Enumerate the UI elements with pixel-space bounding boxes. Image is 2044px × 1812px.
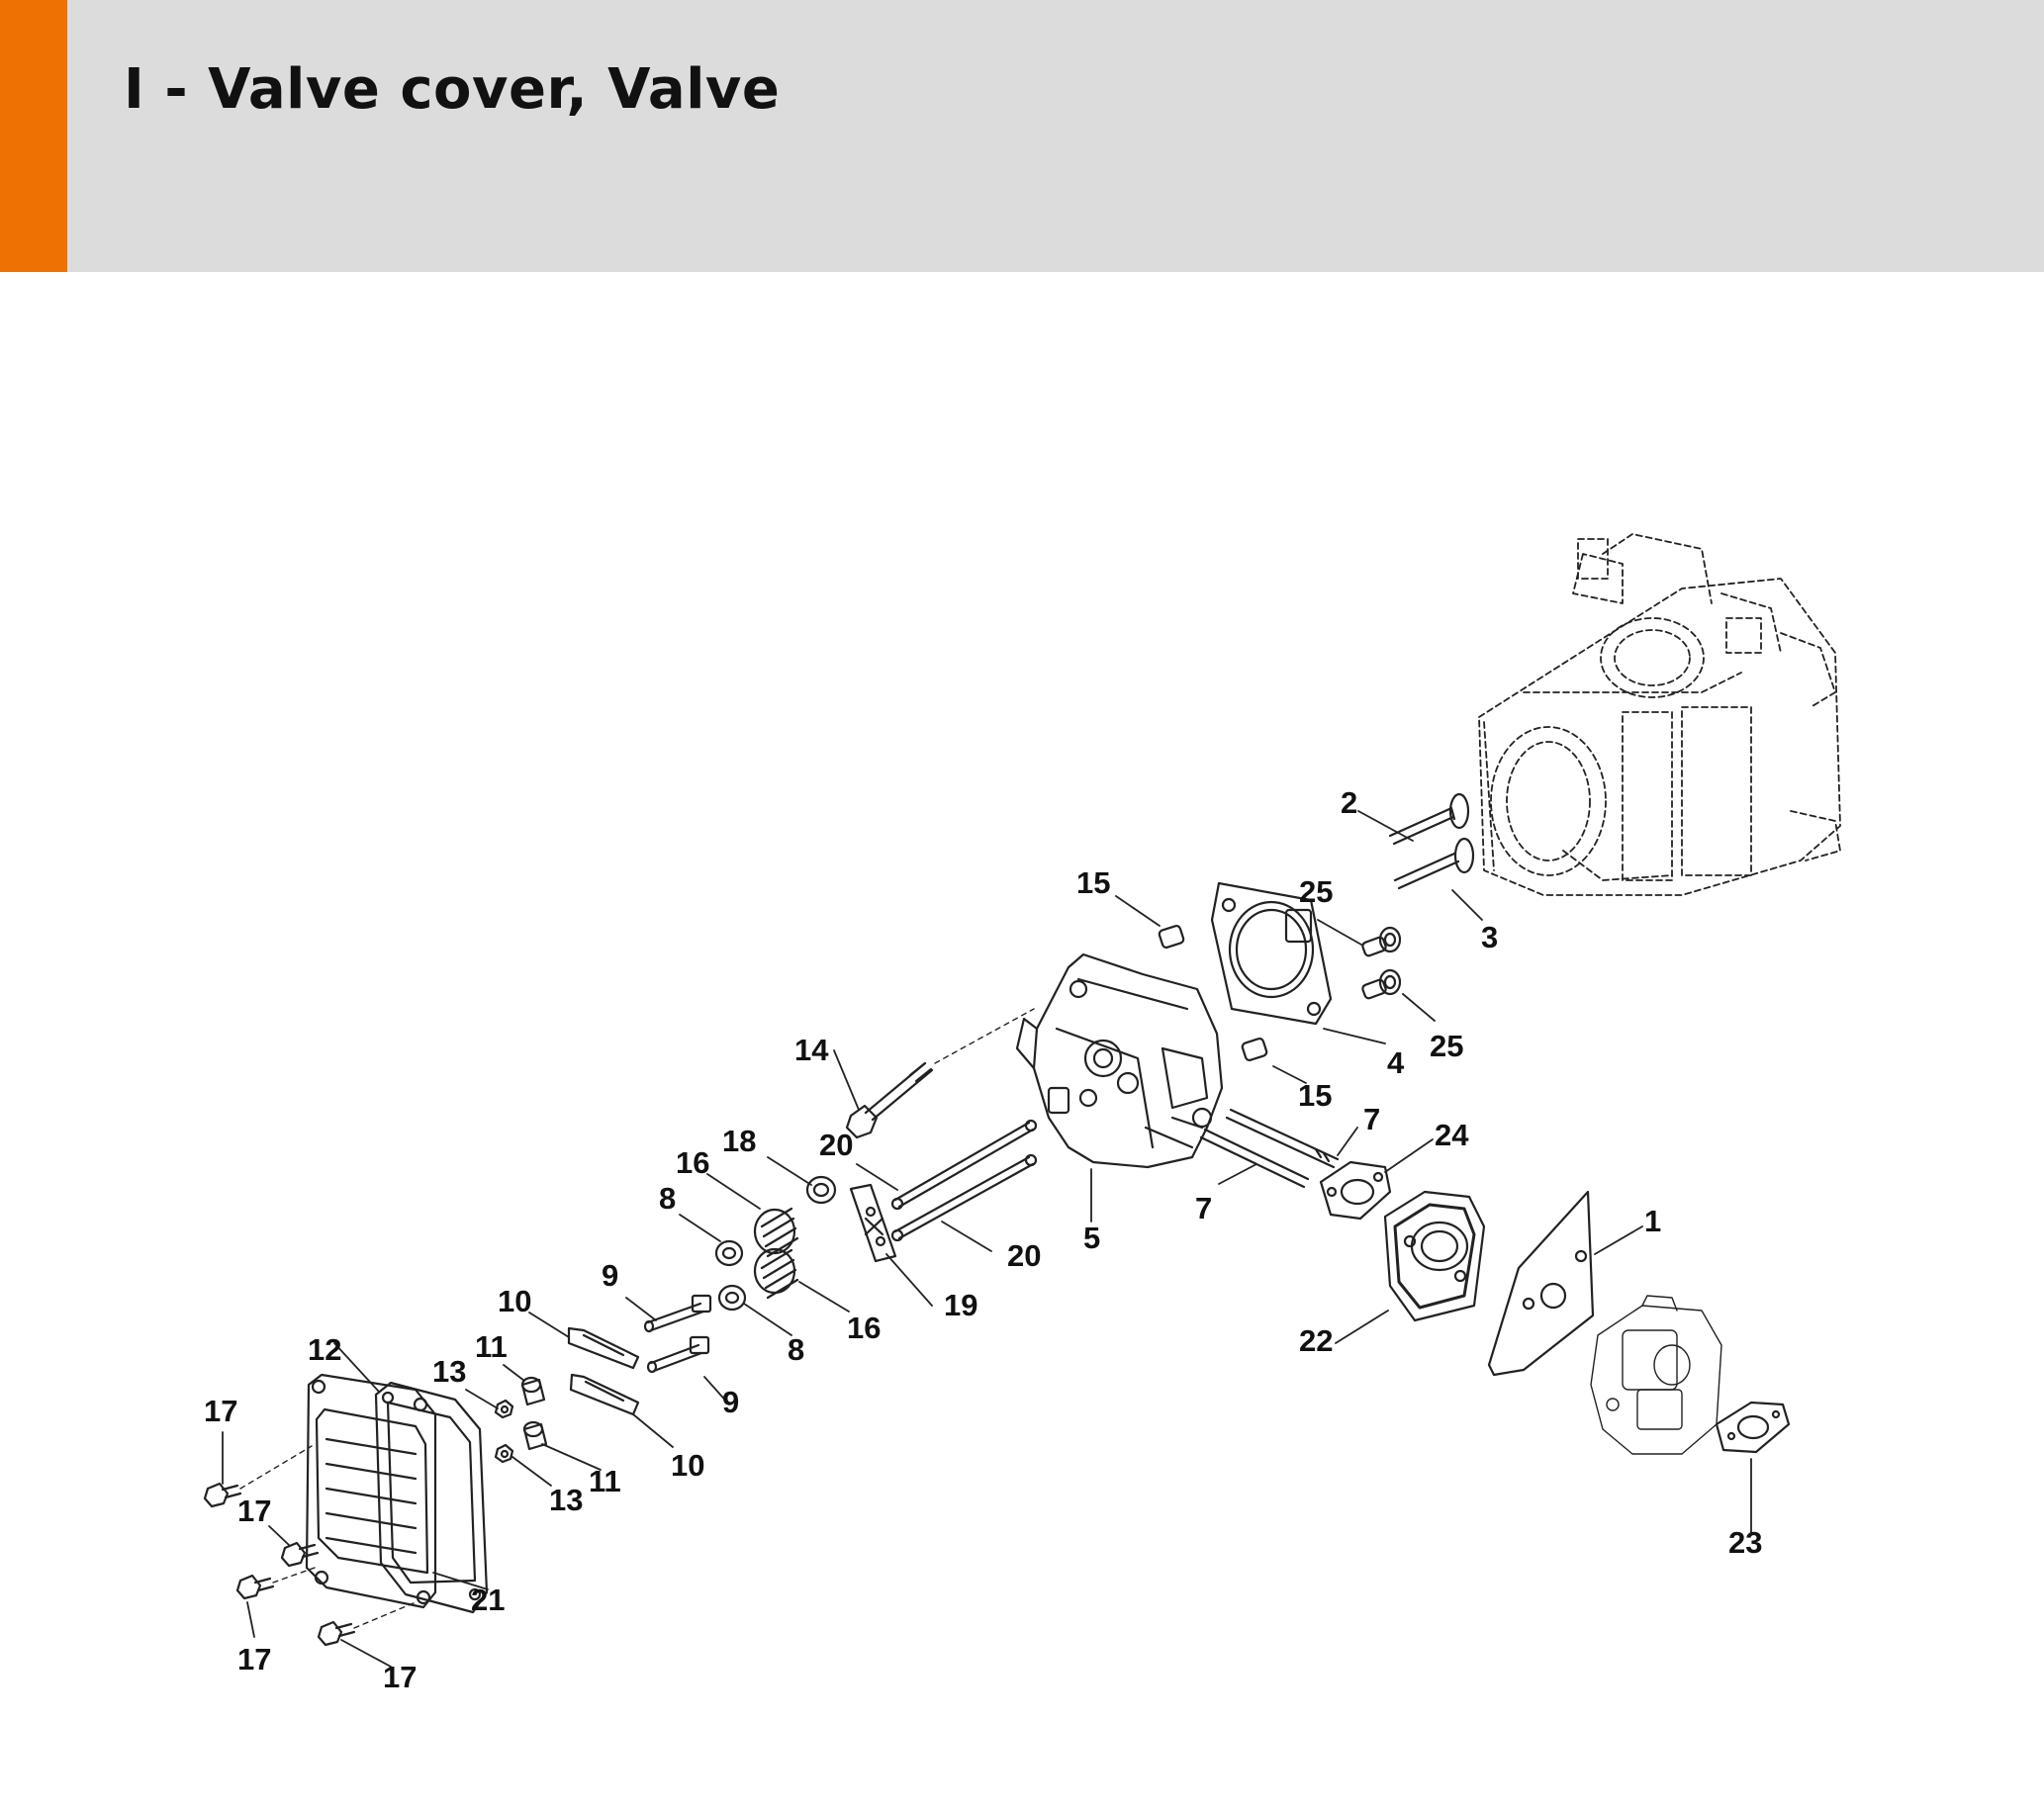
- callout-8: 8: [788, 1332, 804, 1367]
- accent-bar: [0, 0, 67, 272]
- callout-25: 25: [1299, 874, 1333, 909]
- callout-12: 12: [308, 1332, 341, 1367]
- callout-18: 18: [722, 1124, 756, 1158]
- engine-block-outline: [1478, 533, 1841, 896]
- callout-10: 10: [671, 1448, 704, 1483]
- spring-washer-upper: [714, 1239, 744, 1267]
- callout-4: 4: [1387, 1045, 1405, 1080]
- callout-1: 1: [1644, 1204, 1661, 1238]
- pushrod-upper: [890, 1119, 1038, 1211]
- head-gasket: [1210, 881, 1333, 1026]
- callout-19: 19: [944, 1288, 977, 1322]
- rocker-stud-upper: [643, 1294, 712, 1333]
- insulator-plate: [1487, 1190, 1595, 1377]
- rocker-pivot-lower: [522, 1420, 548, 1451]
- head-bolt: [845, 1008, 1035, 1139]
- callout-13: 13: [432, 1354, 466, 1389]
- callout-16: 16: [676, 1145, 709, 1180]
- callout-17: 17: [383, 1660, 417, 1694]
- intake-spacer: [1319, 1160, 1392, 1221]
- callout-labels: 2 3 25 25 15 15 4 14 7 7 24 18 20 20 16 …: [204, 785, 1762, 1694]
- callout-11: 11: [589, 1464, 621, 1498]
- callout-25: 25: [1430, 1029, 1463, 1063]
- valve-spring-lower: [753, 1247, 799, 1300]
- cover-bolt-4: [317, 1601, 417, 1647]
- callout-15: 15: [1076, 865, 1110, 900]
- callout-17: 17: [237, 1642, 271, 1676]
- callout-17: 17: [237, 1494, 271, 1528]
- rocker-arm-upper: [567, 1326, 640, 1370]
- valve-seal-lower: [1361, 968, 1402, 1000]
- carburetor-gasket: [1715, 1401, 1791, 1454]
- callout-5: 5: [1083, 1221, 1100, 1255]
- callout-20: 20: [1007, 1238, 1041, 1273]
- dowel-pin-lower: [1241, 1037, 1268, 1062]
- header-bar: I - Valve cover, Valve: [0, 0, 2044, 272]
- cover-bolt-2: [280, 1541, 320, 1568]
- pushrod-lower: [890, 1153, 1038, 1242]
- rocker-pivot-upper: [520, 1376, 546, 1406]
- callout-14: 14: [794, 1033, 829, 1067]
- stud-lower: [1199, 1128, 1310, 1189]
- page-title: I - Valve cover, Valve: [124, 57, 781, 122]
- callout-8: 8: [659, 1181, 676, 1216]
- callout-13: 13: [549, 1483, 583, 1517]
- valve-cover: [305, 1373, 437, 1609]
- callout-16: 16: [847, 1311, 881, 1345]
- callout-21: 21: [471, 1583, 505, 1617]
- cylinder-head: [1015, 952, 1224, 1169]
- cover-bolt-3: [235, 1567, 316, 1600]
- pushrod-guide-plate: [849, 1183, 897, 1263]
- callout-7: 7: [1195, 1191, 1212, 1225]
- callout-3: 3: [1481, 920, 1498, 954]
- callout-9: 9: [722, 1385, 739, 1419]
- callout-11: 11: [475, 1329, 508, 1364]
- callout-23: 23: [1728, 1525, 1762, 1560]
- rocker-nut-lower: [494, 1443, 514, 1464]
- valve-spring-upper: [753, 1207, 799, 1258]
- valve-cover-gasket: [374, 1381, 489, 1614]
- cover-bolt-1: [203, 1445, 313, 1508]
- dowel-pin-upper: [1158, 924, 1185, 950]
- rocker-arm-lower: [569, 1373, 640, 1416]
- leader-lines: [222, 810, 1752, 1668]
- rocker-nut-upper: [494, 1399, 514, 1419]
- callout-10: 10: [498, 1284, 531, 1318]
- heat-shield: [1383, 1190, 1486, 1322]
- callout-2: 2: [1341, 785, 1357, 820]
- rocker-stud-lower: [646, 1335, 710, 1374]
- spring-washer-lower: [717, 1284, 747, 1312]
- callout-17: 17: [204, 1394, 237, 1428]
- callout-22: 22: [1299, 1323, 1333, 1358]
- callout-24: 24: [1435, 1118, 1469, 1152]
- valve-exhaust: [1388, 792, 1470, 846]
- callout-20: 20: [819, 1128, 853, 1162]
- callout-7: 7: [1363, 1102, 1380, 1136]
- spring-retainer: [805, 1175, 837, 1205]
- carburetor: [1590, 1295, 1722, 1455]
- stud-upper: [1225, 1108, 1340, 1169]
- callout-9: 9: [602, 1258, 618, 1293]
- callout-15: 15: [1298, 1078, 1332, 1113]
- valve-intake: [1393, 837, 1475, 890]
- valve-seal-upper: [1361, 926, 1402, 957]
